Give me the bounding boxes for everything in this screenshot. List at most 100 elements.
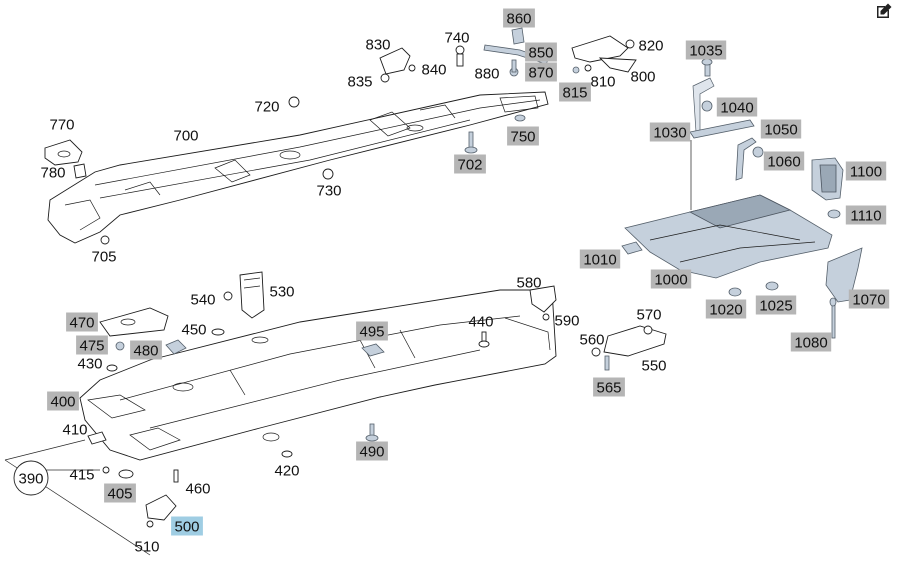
callout-box-1000 (650, 269, 692, 289)
clip-495 (361, 343, 385, 357)
callout-label-870: 870 (528, 65, 553, 82)
callout-box-475 (76, 335, 108, 355)
bolt-870 (509, 59, 519, 77)
bolt-740 (455, 45, 465, 67)
callout-label-405: 405 (107, 486, 132, 503)
underbody-panel-400 (79, 289, 557, 461)
callout-label-720: 720 (254, 99, 279, 116)
callout-label-1000: 1000 (654, 272, 687, 289)
clip-480 (165, 339, 187, 355)
stud-490 (365, 423, 379, 442)
bracket-1100 (811, 157, 844, 201)
nut-1040 (701, 100, 713, 112)
callout-label-570: 570 (636, 307, 661, 324)
callout-label-550: 550 (641, 358, 666, 375)
callout-label-840: 840 (421, 62, 446, 79)
callout-label-1100: 1100 (850, 164, 882, 181)
callout-box-470 (66, 312, 98, 332)
washer-405 (118, 469, 134, 479)
callout-box-1110 (845, 205, 887, 225)
callout-box-1070 (848, 289, 890, 309)
clip-1020 (728, 287, 742, 297)
clip-720 (288, 96, 300, 108)
callout-label-770: 770 (49, 117, 74, 134)
edit-icon[interactable] (875, 2, 893, 20)
callout-box-702 (454, 154, 486, 174)
callout-label-415: 415 (69, 467, 94, 484)
callout-label-1025: 1025 (759, 298, 792, 315)
callout-label-420: 420 (274, 463, 299, 480)
callout-label-850: 850 (528, 45, 553, 62)
callout-label-400: 400 (50, 394, 75, 411)
callout-label-1040: 1040 (720, 100, 753, 117)
clip-475 (115, 341, 125, 351)
callout-label-750: 750 (510, 129, 535, 146)
callout-label-1020: 1020 (709, 302, 742, 319)
clip-730 (322, 168, 334, 180)
callout-label-730: 730 (316, 183, 341, 200)
callout-label-700: 700 (173, 128, 198, 145)
rivet-1080 (829, 297, 837, 339)
callout-label-580: 580 (516, 275, 541, 292)
callout-label-490: 490 (359, 444, 384, 461)
underbody-panel-700 (47, 91, 549, 244)
callout-box-1020 (705, 299, 747, 319)
bracket-580 (529, 285, 557, 321)
callout-label-800: 800 (630, 69, 655, 86)
stud-565 (604, 355, 610, 371)
callout-box-490 (356, 441, 388, 461)
clip-1025 (765, 281, 779, 291)
callout-label-460: 460 (185, 481, 210, 498)
bracket-770 (44, 139, 83, 166)
callout-box-1060 (763, 151, 805, 171)
callout-box-870 (525, 62, 557, 82)
callout-label-702: 702 (457, 157, 482, 174)
callout-label-530: 530 (269, 284, 294, 301)
panel-1000 (624, 194, 833, 279)
callout-label-1110: 1110 (850, 208, 881, 225)
callout-label-835: 835 (347, 74, 372, 91)
stud-440 (478, 331, 490, 348)
callout-box-500 (171, 516, 203, 536)
nut-1110 (827, 209, 841, 219)
callout-box-1050 (760, 119, 802, 139)
callout-label-475: 475 (79, 338, 104, 355)
bracket-500 (145, 494, 177, 521)
callout-box-405 (104, 483, 136, 503)
callout-label-1010: 1010 (583, 252, 616, 269)
callout-box-850 (525, 42, 557, 62)
callout-box-495 (356, 321, 388, 341)
callout-label-1060: 1060 (767, 154, 800, 171)
stud-702 (464, 131, 478, 154)
callout-label-1050: 1050 (764, 122, 797, 139)
bolt-460 (173, 469, 179, 483)
screw-510 (146, 520, 154, 528)
callout-box-1035 (685, 40, 727, 60)
callout-label-480: 480 (133, 343, 158, 360)
bracket-410 (87, 431, 107, 445)
callout-box-1025 (755, 295, 797, 315)
callout-label-820: 820 (638, 38, 663, 55)
callout-label-450: 450 (181, 322, 206, 339)
bracket-530 (223, 271, 265, 319)
callout-label-590: 590 (554, 313, 579, 330)
callout-label-440: 440 (468, 314, 493, 331)
callout-box-860 (503, 8, 535, 28)
callout-label-470: 470 (69, 315, 94, 332)
callout-label-540: 540 (190, 292, 215, 309)
callout-label-510: 510 (134, 539, 159, 556)
callout-box-750 (507, 126, 539, 146)
callout-label-830: 830 (365, 37, 390, 54)
callout-box-1040 (716, 97, 758, 117)
callout-box-815 (559, 82, 591, 102)
callout-label-1035: 1035 (689, 43, 722, 60)
callout-label-560: 560 (579, 332, 604, 349)
clip-750 (514, 114, 526, 122)
bracket-830 (379, 47, 416, 83)
callout-label-880: 880 (474, 66, 499, 83)
callout-label-1080: 1080 (794, 335, 827, 352)
clip-780 (73, 163, 87, 179)
bracket-470 (99, 307, 169, 337)
